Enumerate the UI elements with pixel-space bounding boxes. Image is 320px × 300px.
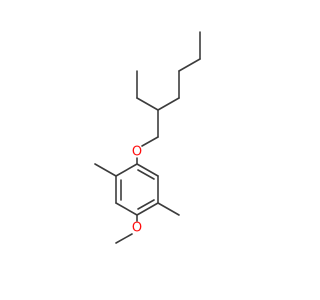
ring-bond-4 [136,202,159,216]
atom-labels: O O [132,145,142,236]
chain-bond-ethyl-1 [136,97,159,111]
chain-bond-2 [157,97,180,111]
ring-bond-3 [115,202,138,216]
bonds [94,31,201,244]
ring-bond-6 [136,163,159,177]
methyl-bond-left [94,163,117,177]
ether-bond-ch2 [141,136,159,147]
methoxy-oxygen-label: O [132,221,142,236]
ring-bond-6-inner [137,169,155,180]
molecule-structure-diagram: O O [94,31,201,244]
methoxy-bond-ch3 [115,233,133,244]
methyl-bond-right [157,202,180,216]
ring-bond-1 [115,163,138,177]
ether-oxygen-label: O [132,145,142,160]
chain-bond-4 [178,58,201,72]
ring-bond-4-inner [137,199,155,210]
